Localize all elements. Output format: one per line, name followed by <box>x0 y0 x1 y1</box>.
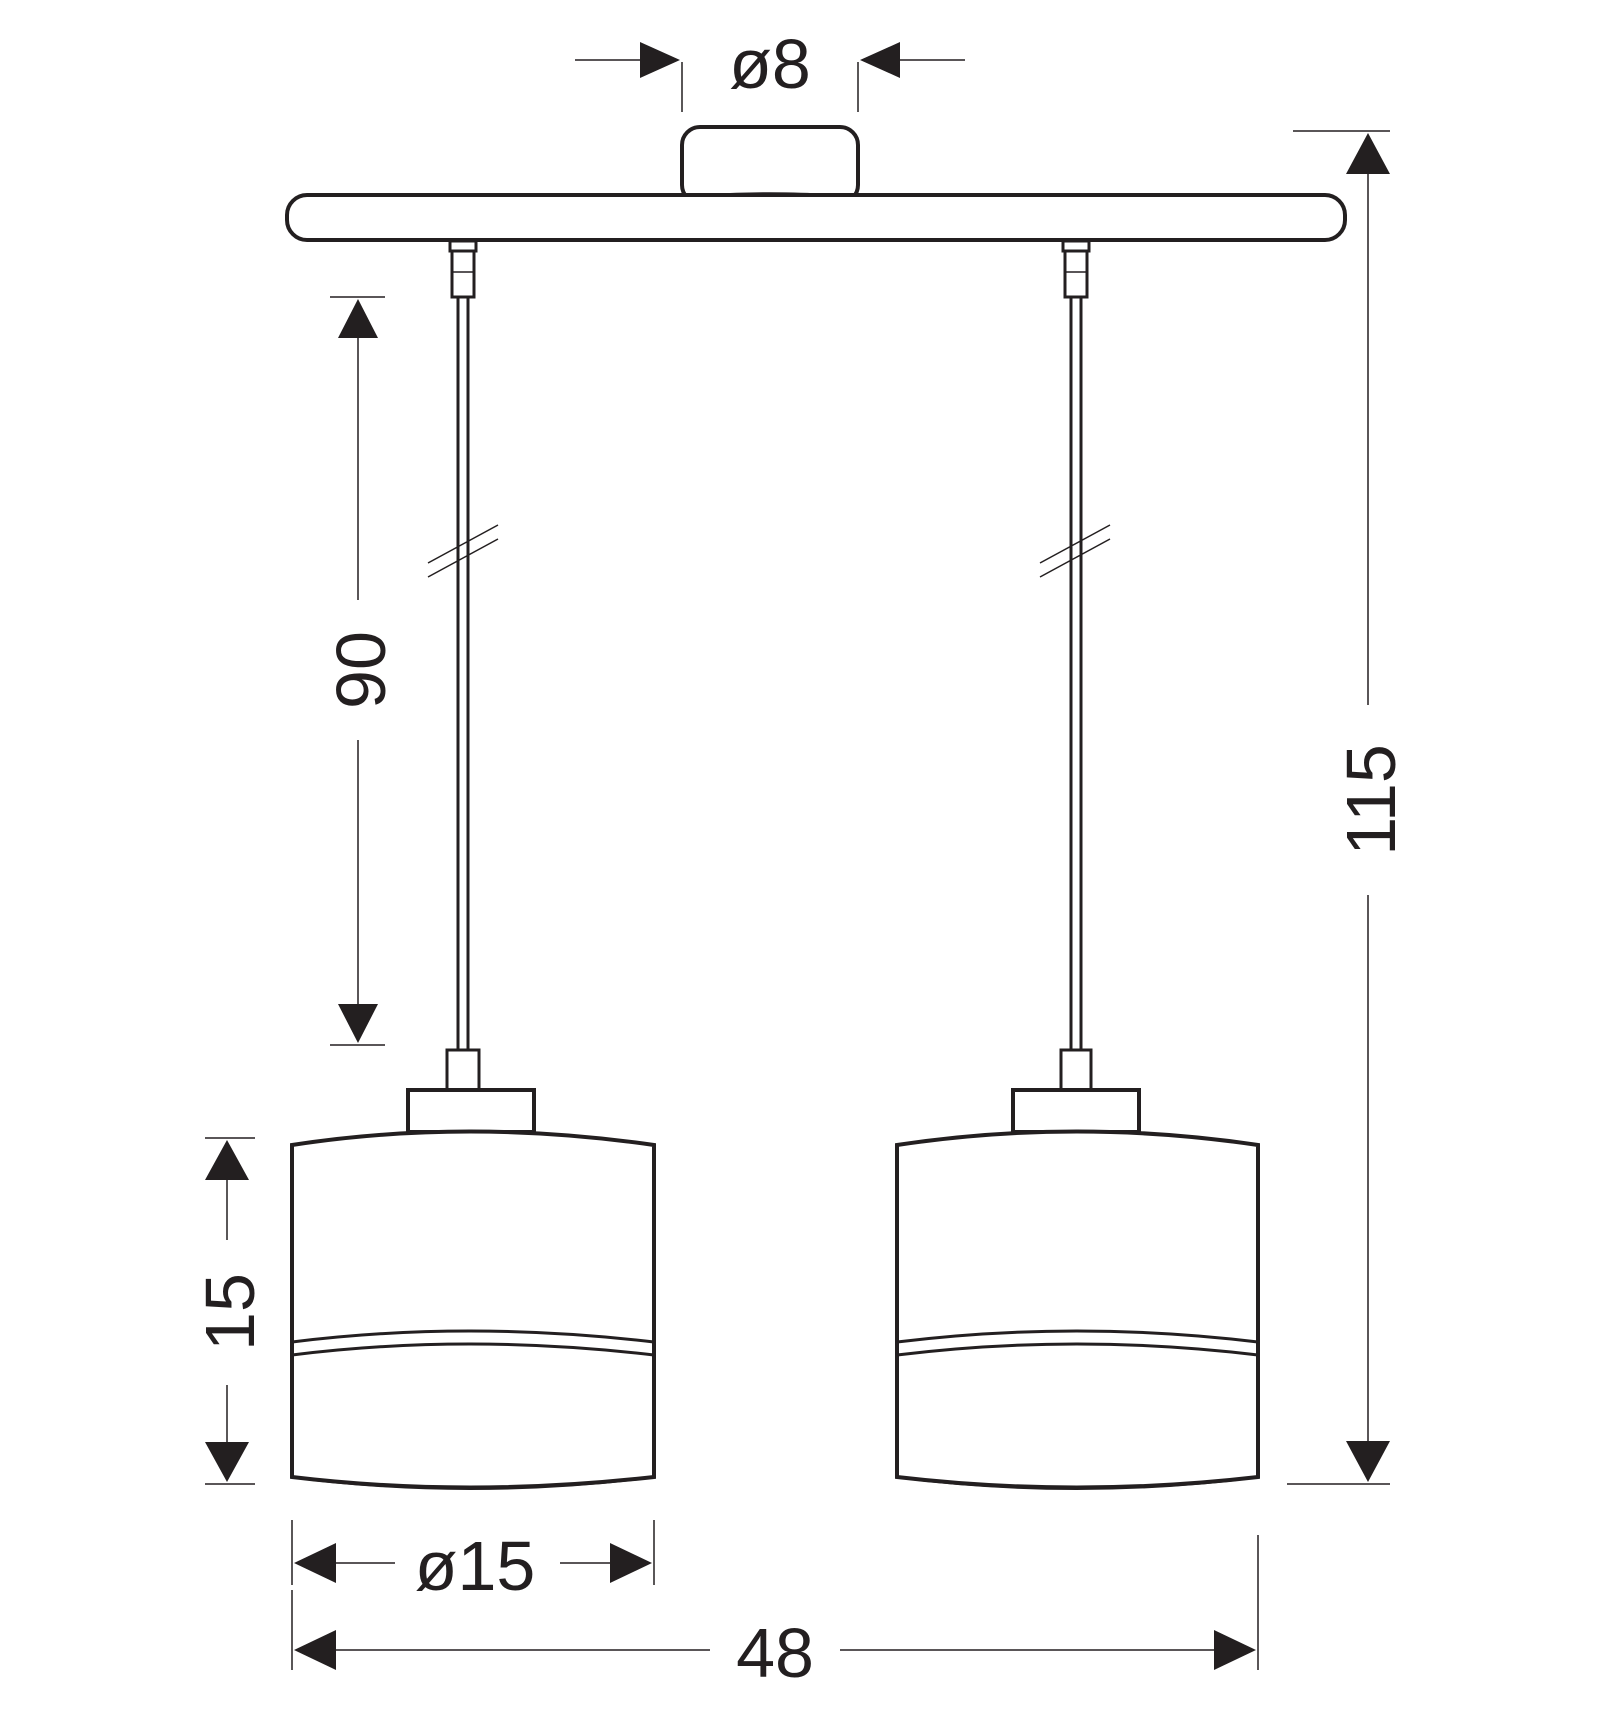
shade-height-label: 15 <box>191 1273 269 1351</box>
dimension-shade-diameter: ø15 <box>291 1520 655 1605</box>
mounting-bar <box>285 193 1347 242</box>
total-width-label: 48 <box>736 1614 814 1692</box>
left-pendant <box>290 239 656 1490</box>
canopy-diameter-label: ø8 <box>729 25 811 103</box>
right-pendant <box>895 239 1260 1490</box>
total-height-label: 115 <box>1332 744 1410 856</box>
dimension-total-height: 115 <box>1287 130 1410 1485</box>
dimension-total-width: 48 <box>291 1535 1259 1692</box>
dimension-canopy-diameter: ø8 <box>575 25 965 112</box>
dimension-shade-height: 15 <box>191 1137 269 1485</box>
dimension-cable-length: 90 <box>322 296 400 1046</box>
shade-diameter-label: ø15 <box>415 1527 536 1605</box>
cable-length-label: 90 <box>322 631 400 709</box>
